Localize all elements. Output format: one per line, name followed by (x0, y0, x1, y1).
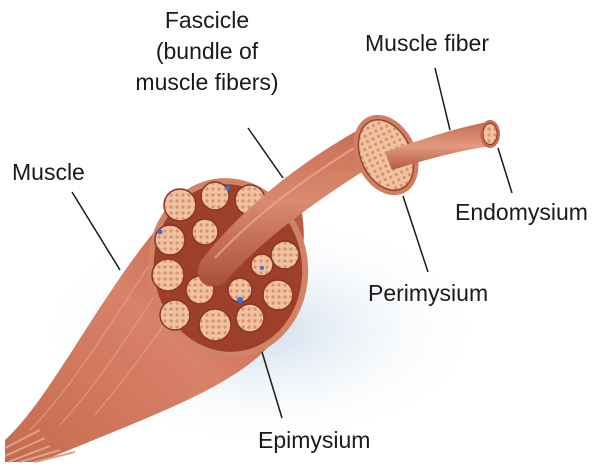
label-epimysium: Epimysium (258, 426, 370, 455)
label-muscle: Muscle (12, 158, 85, 187)
leader-line-muscle-fiber (435, 68, 450, 130)
label-endomysium: Endomysium (455, 198, 588, 227)
label-perimysium: Perimysium (368, 279, 488, 308)
leader-line-endomysium (498, 148, 512, 193)
muscle-fiber-cross-section (480, 120, 500, 148)
label-fascicle-line2: (bundle of (156, 37, 258, 66)
label-fascicle-line1: Fascicle (165, 6, 249, 35)
label-fascicle-line3: muscle fibers) (135, 68, 278, 97)
leader-line-fascicle (248, 128, 283, 178)
label-muscle-fiber: Muscle fiber (365, 29, 489, 58)
